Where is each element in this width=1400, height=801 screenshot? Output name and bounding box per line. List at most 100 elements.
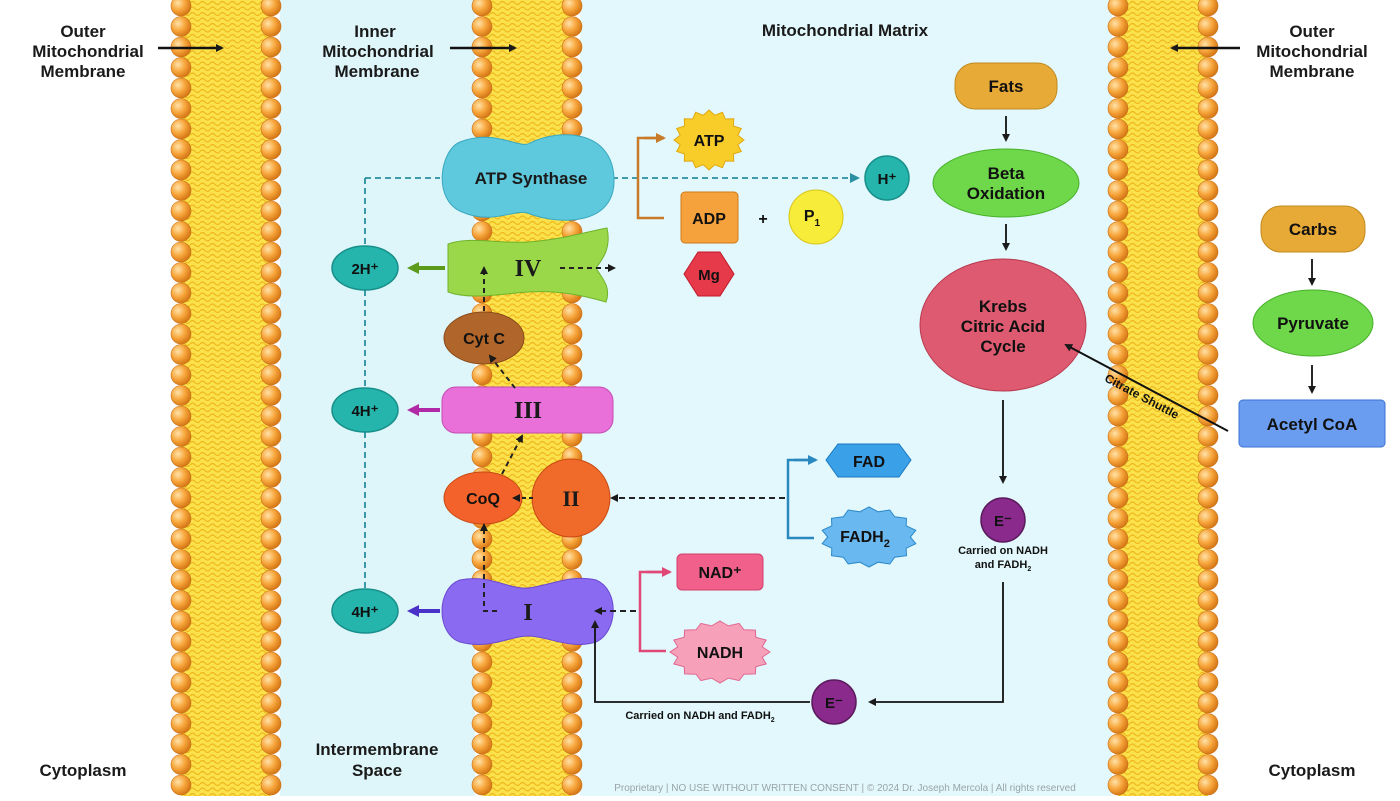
electron-upper: E⁻ <box>980 497 1026 543</box>
membrane-bead <box>1197 303 1219 324</box>
membrane-bead <box>170 0 192 17</box>
matrix-label: Mitochondrial Matrix <box>762 21 929 40</box>
membrane-bead <box>1197 262 1219 283</box>
phosphate-sub: 1 <box>815 218 821 229</box>
krebs-label-2: Citric Acid <box>961 317 1045 336</box>
membrane-bead <box>1107 159 1129 181</box>
membrane-bead <box>1197 549 1219 570</box>
krebs-label-1: Krebs <box>979 297 1027 316</box>
membrane-bead <box>561 36 583 58</box>
matrix-bg <box>580 0 1112 796</box>
membrane-bead <box>170 303 192 324</box>
nad-molecule: NAD⁺ <box>676 553 764 591</box>
membrane-bead <box>1197 118 1219 140</box>
outer-membrane-left-label-1: Outer <box>60 22 106 41</box>
membrane-bead <box>260 118 282 140</box>
membrane-bead <box>1197 180 1219 201</box>
membrane-bead <box>1107 200 1129 222</box>
membrane-bead <box>260 774 282 796</box>
fadh2-molecule: FADH2 <box>821 506 917 568</box>
membrane-bead <box>170 713 192 734</box>
coq-to-iii-arrow <box>501 434 523 475</box>
nadh-molecule: NADH <box>669 620 771 684</box>
membrane-bead <box>170 446 192 468</box>
membrane-bead <box>1197 446 1219 468</box>
membrane-bead <box>260 487 282 509</box>
membrane-bead <box>471 549 493 570</box>
cytoplasm-right-bg <box>1216 0 1400 796</box>
membrane-bead <box>561 733 583 755</box>
membrane-bead <box>260 405 282 427</box>
outer-membrane-right-label-1: Outer <box>1289 22 1335 41</box>
proton-path <box>364 173 860 592</box>
membrane-bead <box>561 303 583 324</box>
membrane-bead <box>170 733 192 755</box>
membrane-bead <box>1197 733 1219 755</box>
membrane-bead <box>170 344 192 365</box>
membrane-bead <box>1107 180 1129 201</box>
membrane-bead <box>1197 139 1219 160</box>
membrane-bead <box>471 672 493 693</box>
membrane-bead <box>170 159 192 181</box>
complex-ii: II <box>531 458 611 538</box>
membrane-bead <box>1107 426 1129 447</box>
membrane-bead <box>471 0 493 17</box>
membrane-bead <box>1197 569 1219 591</box>
membrane-bead <box>1107 36 1129 58</box>
membrane-bead <box>1197 364 1219 386</box>
membrane-bead <box>260 262 282 283</box>
membrane-bead <box>561 364 583 386</box>
beta-oxidation-node: Beta Oxidation <box>932 148 1080 218</box>
membrane-bead <box>260 200 282 222</box>
carried-lower-label: Carried on NADH and FADH2 <box>625 710 774 724</box>
membrane-bead <box>170 57 192 78</box>
membrane-bead <box>260 713 282 734</box>
membrane-bead <box>1107 590 1129 611</box>
carried-upper-sub: 2 <box>1027 566 1031 573</box>
membrane-bead <box>1107 774 1129 796</box>
membrane-bead <box>260 733 282 755</box>
membrane-bead <box>1197 754 1219 775</box>
electron-lower: E⁻ <box>811 679 857 725</box>
outer-membrane-left-label-3: Membrane <box>40 62 125 81</box>
electron-to-i-arrow <box>591 620 810 703</box>
membrane-bead <box>170 139 192 160</box>
phosphate-main: P <box>804 208 815 225</box>
membrane-bead <box>170 426 192 447</box>
membrane-bead <box>471 528 493 550</box>
membrane-bead <box>170 754 192 775</box>
membrane-bead <box>1107 77 1129 99</box>
membrane-bead <box>260 139 282 160</box>
membrane-bead <box>1107 631 1129 652</box>
membrane-bead <box>1107 754 1129 775</box>
membrane-bead <box>1197 323 1219 345</box>
membrane-bead <box>561 16 583 37</box>
membrane-bead <box>260 508 282 529</box>
membrane-bead <box>561 672 583 693</box>
i-to-coq-arrow <box>480 523 497 612</box>
membrane-bead <box>561 323 583 345</box>
four-h-ion-i: 4H⁺ <box>331 588 399 634</box>
membrane-bead <box>1107 672 1129 693</box>
membrane-bead <box>471 118 493 140</box>
plus-sign: + <box>758 211 767 228</box>
membrane-bead <box>561 0 583 17</box>
membrane-bead <box>1197 57 1219 78</box>
beta-oxidation-label-2: Oxidation <box>967 184 1045 203</box>
membrane-bead <box>170 385 192 406</box>
membrane-bead <box>1197 385 1219 406</box>
membrane-bead <box>260 180 282 201</box>
membrane-bead <box>260 651 282 673</box>
cytoplasm-left-bg <box>0 0 175 796</box>
membrane-bead <box>170 262 192 283</box>
carbs-label: Carbs <box>1289 220 1337 239</box>
membrane-bead <box>170 323 192 345</box>
cytoplasm-left-label: Cytoplasm <box>40 761 127 780</box>
membrane-bead <box>260 549 282 570</box>
membrane-bead <box>471 16 493 37</box>
complex-i: I <box>441 577 614 645</box>
adp-molecule: ADP <box>680 191 739 244</box>
four-h-i-label: 4H⁺ <box>351 604 378 621</box>
membrane-bead <box>170 405 192 427</box>
membrane-bead <box>1197 241 1219 263</box>
